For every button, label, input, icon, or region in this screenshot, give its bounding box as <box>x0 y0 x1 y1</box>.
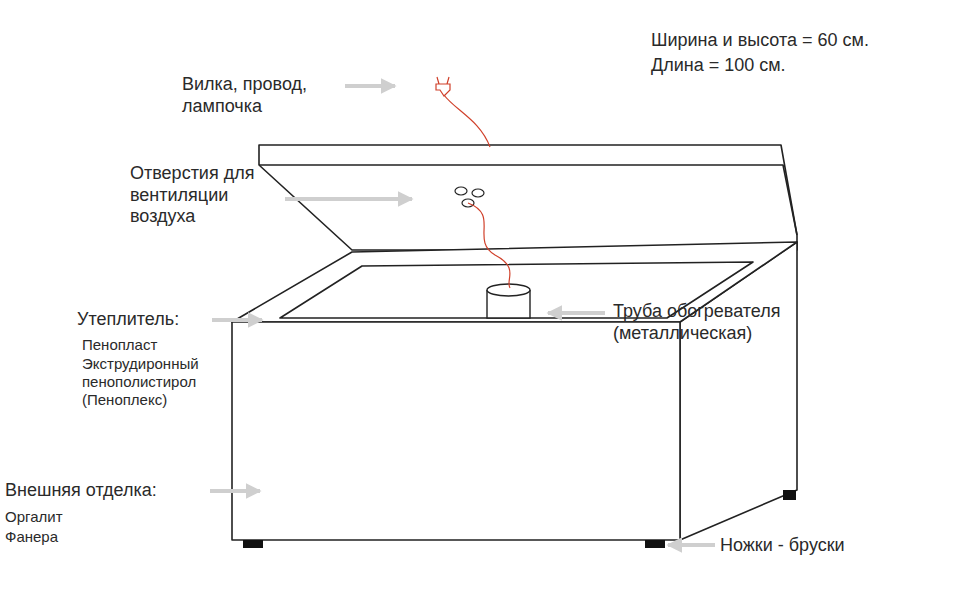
callout-label: Труба обогревателя (металлическая) <box>613 301 813 344</box>
callout-label: Ширина и высота = 60 см. <box>651 30 971 52</box>
callout-label: Внешняя отделка: <box>5 480 205 502</box>
leader-arrow <box>212 318 262 322</box>
leader-arrow <box>285 197 412 201</box>
callout-label: Утеплитель: <box>77 309 207 331</box>
leader-arrow <box>210 489 260 493</box>
callout-label: Ножки - бруски <box>720 535 920 557</box>
vent-hole <box>455 187 467 195</box>
leader-arrow <box>548 311 605 315</box>
leader-arrow <box>345 84 395 88</box>
callout-label: Оргалит <box>5 508 125 526</box>
leg <box>783 490 796 500</box>
callout-label: Экструдиронный пенополистирол (Пеноплекс… <box>82 355 217 409</box>
lamp-wire <box>468 203 510 288</box>
lid-edge <box>259 165 797 235</box>
box-front <box>232 322 680 540</box>
vent-hole <box>472 189 484 197</box>
lid <box>259 145 797 250</box>
leg <box>645 540 665 548</box>
callout-label: Отверстия для вентиляции воздуха <box>130 163 280 228</box>
power-wire <box>444 95 490 147</box>
plug <box>436 77 450 96</box>
callout-label: Длина = 100 см. <box>651 55 971 77</box>
callout-label: Вилка, провод, лампочка <box>182 74 332 117</box>
callout-label: Фанера <box>5 528 125 546</box>
callout-label: Пенопласт <box>82 336 222 354</box>
leg <box>243 540 263 548</box>
leader-arrow <box>668 543 715 547</box>
heater-tube-top <box>487 284 530 296</box>
